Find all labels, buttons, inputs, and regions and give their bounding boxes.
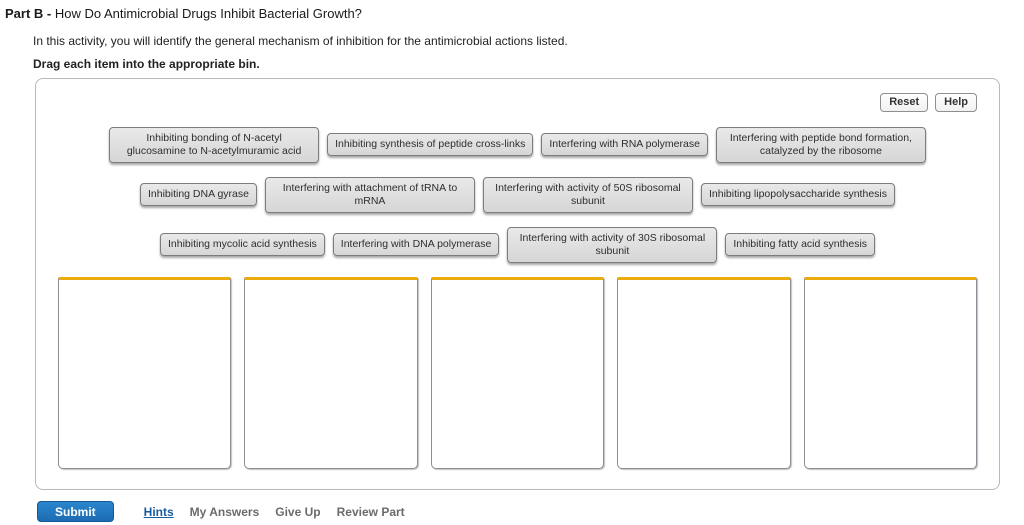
activity-instructions: In this activity, you will identify the … [33, 34, 568, 48]
drop-bin[interactable] [244, 277, 418, 469]
drag-item[interactable]: Inhibiting synthesis of peptide cross-li… [327, 133, 534, 156]
item-row-3: Inhibiting mycolic acid synthesis Interfe… [58, 226, 977, 263]
item-row-2: Inhibiting DNA gyrase Interfering with at… [58, 176, 977, 213]
footer-bar: Submit Hints My Answers Give Up Review P… [37, 501, 405, 522]
drag-item[interactable]: Interfering with DNA polymerase [332, 233, 500, 256]
drag-instruction: Drag each item into the appropriate bin. [33, 57, 260, 71]
part-title-text: How Do Antimicrobial Drugs Inhibit Bacte… [54, 6, 362, 21]
drag-drop-panel: Reset Help Inhibiting bonding of N-acety… [35, 78, 1000, 490]
drop-bin[interactable] [430, 277, 605, 469]
bins-row [58, 277, 978, 469]
submit-button[interactable]: Submit [37, 501, 114, 522]
drop-bin[interactable] [617, 277, 791, 469]
drag-item[interactable]: Interfering with peptide bond formation,… [715, 126, 926, 163]
part-label: Part B - [5, 6, 55, 21]
header: Part B - How Do Antimicrobial Drugs Inhi… [0, 0, 1024, 71]
panel-toolbar: Reset Help [58, 93, 977, 113]
my-answers-link[interactable]: My Answers [189, 504, 260, 519]
hints-link[interactable]: Hints [143, 504, 174, 519]
drag-item[interactable]: Interfering with activity of 50S ribosom… [482, 176, 693, 213]
reset-button[interactable]: Reset [880, 93, 929, 112]
drop-bin[interactable] [803, 277, 978, 469]
drag-item[interactable]: Interfering with RNA polymerase [541, 133, 708, 156]
give-up-link[interactable]: Give Up [275, 504, 321, 519]
page-title: Part B - How Do Antimicrobial Drugs Inhi… [5, 6, 1024, 22]
drag-item[interactable]: Inhibiting mycolic acid synthesis [159, 233, 325, 256]
drag-item[interactable]: Interfering with activity of 30S ribosom… [507, 226, 718, 263]
drop-bin[interactable] [58, 277, 232, 469]
drag-item[interactable]: Inhibiting bonding of N-acetyl glucosami… [109, 126, 320, 163]
review-part-link[interactable]: Review Part [336, 504, 405, 519]
drag-item[interactable]: Inhibiting lipopolysaccharide synthesis [700, 183, 895, 206]
drag-item[interactable]: Inhibiting fatty acid synthesis [725, 233, 876, 256]
help-button[interactable]: Help [935, 93, 977, 112]
drag-item[interactable]: Interfering with attachment of tRNA to m… [264, 176, 475, 213]
drag-item[interactable]: Inhibiting DNA gyrase [139, 183, 257, 206]
item-row-1: Inhibiting bonding of N-acetyl glucosami… [58, 126, 977, 163]
